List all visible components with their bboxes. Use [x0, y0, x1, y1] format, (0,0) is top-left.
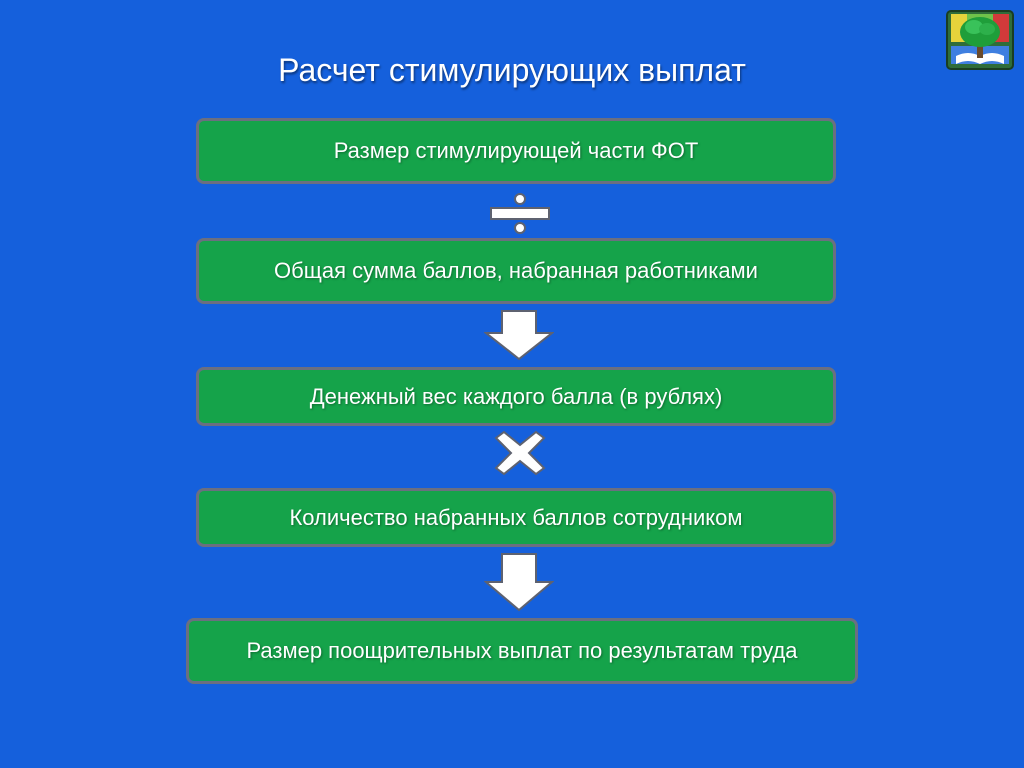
multiply-icon: [492, 430, 548, 476]
step-label: Размер стимулирующей части ФОТ: [333, 138, 699, 163]
arrow-down-icon: [483, 309, 555, 361]
step-label: Общая сумма баллов, набранная работникам…: [274, 258, 758, 283]
step-label: Денежный вес каждого балла (в рублях): [309, 383, 723, 409]
step-box-employee-points: Количество набранных баллов сотрудником: [196, 488, 836, 547]
step-box-point-value: Денежный вес каждого балла (в рублях): [196, 367, 836, 426]
step-box-stimulating-fund: Размер стимулирующей части ФОТ: [196, 118, 836, 184]
step-box-incentive-payments: Размер поощрительных выплат по результат…: [186, 618, 858, 684]
slide-title: Расчет стимулирующих выплат: [278, 52, 746, 88]
step-box-total-points: Общая сумма баллов, набранная работникам…: [196, 238, 836, 304]
step-label: Размер поощрительных выплат по результат…: [246, 638, 798, 663]
arrow-down-icon: [483, 552, 555, 612]
tree-book-emblem-icon: [946, 10, 1014, 70]
step-label: Количество набранных баллов сотрудником: [289, 504, 743, 530]
divide-icon: [489, 193, 551, 235]
